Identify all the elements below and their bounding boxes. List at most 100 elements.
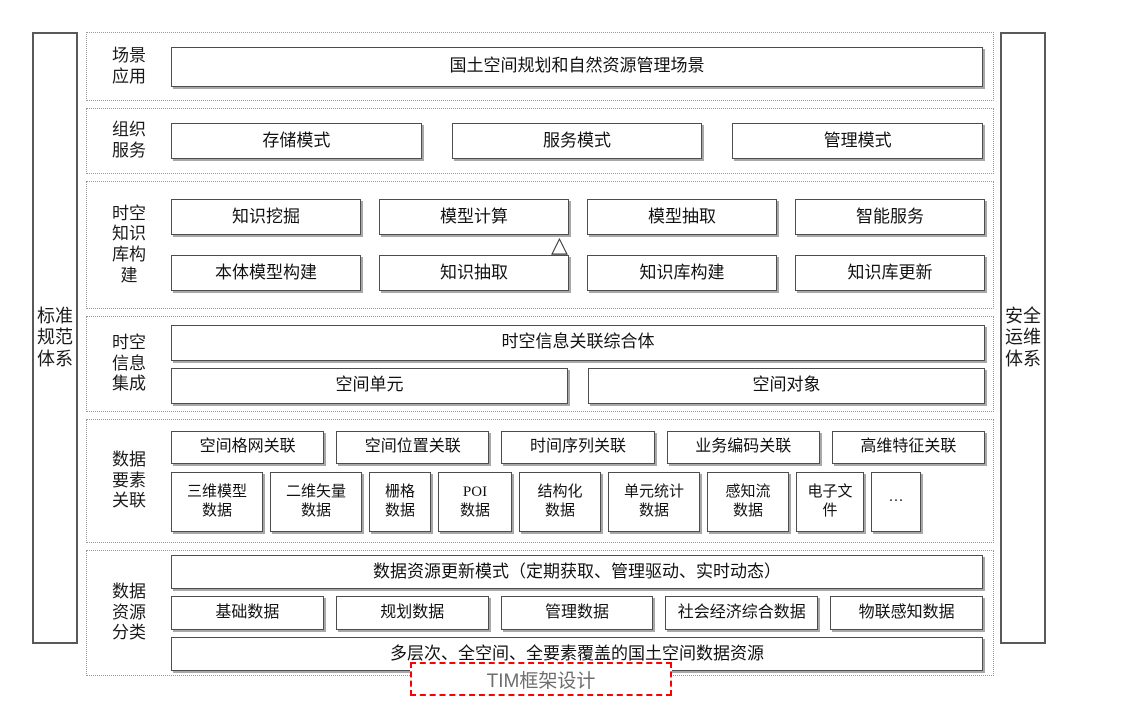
ellipsis-icon: ··· bbox=[888, 493, 904, 510]
layer-label-line: 数据 bbox=[112, 581, 146, 601]
layer-label-line: 服务 bbox=[112, 141, 146, 160]
layer-label-line: 时空 bbox=[112, 203, 146, 223]
layer-body-knowledge-base-construction: 知识挖掘 模型计算 模型抽取 智能服务 本体模型构建 知识抽取 知识库构建 知识… bbox=[171, 199, 993, 291]
box-row: 三维模型 数据 二维矢量 数据 栅格 数据 POI 数据 bbox=[171, 471, 985, 532]
node-intelligent-service[interactable]: 智能服务 bbox=[795, 199, 985, 235]
node-line: 数据 bbox=[638, 502, 669, 519]
node-spatial-object[interactable]: 空间对象 bbox=[588, 367, 985, 404]
node-management-mode[interactable]: 管理模式 bbox=[732, 123, 984, 159]
node-line: POI bbox=[462, 483, 488, 500]
pillar-security-ops-system: 安全运维体系 bbox=[1000, 32, 1046, 644]
node-unit-statistics-data[interactable]: 单元统计 数据 bbox=[608, 471, 700, 532]
layer-label-line: 数据 bbox=[112, 449, 146, 469]
node-business-code-association[interactable]: 业务编码关联 bbox=[666, 430, 820, 464]
layer-label-line: 场景 bbox=[112, 45, 146, 65]
layer-label-line: 分类 bbox=[112, 623, 146, 643]
node-structured-data[interactable]: 结构化 数据 bbox=[519, 471, 601, 532]
layer-body-data-element-association: 空间格网关联 空间位置关联 时间序列关联 业务编码关联 高维特征关联 三维模型 … bbox=[171, 430, 993, 532]
layer-body-organization-service: 存储模式 服务模式 管理模式 bbox=[171, 123, 993, 159]
box-row: 数据资源更新模式（定期获取、管理驱动、实时动态） bbox=[171, 555, 983, 589]
layer-scene-application: 场景 应用 国土空间规划和自然资源管理场景 bbox=[86, 32, 994, 101]
node-iot-sensing-data[interactable]: 物联感知数据 bbox=[830, 596, 983, 630]
node-scene-application[interactable]: 国土空间规划和自然资源管理场景 bbox=[171, 46, 983, 87]
layer-label-line: 关联 bbox=[112, 491, 146, 511]
layer-label-line: 要素 bbox=[112, 470, 146, 490]
layer-label-knowledge-base-construction: 时空 知识 库构 建 bbox=[87, 204, 171, 287]
layer-label-line: 应用 bbox=[112, 66, 146, 86]
node-high-dimensional-feature-association[interactable]: 高维特征关联 bbox=[831, 430, 986, 464]
pillar-right-label: 安全运维体系 bbox=[1005, 306, 1041, 369]
layer-knowledge-base-construction: 时空 知识 库构 建 知识挖掘 模型计算 模型抽取 智能服务 本体模型构建 知识… bbox=[86, 181, 994, 309]
node-line: 二维矢量 bbox=[285, 483, 346, 500]
node-spatial-grid-association[interactable]: 空间格网关联 bbox=[171, 430, 325, 464]
node-3d-model-data[interactable]: 三维模型 数据 bbox=[171, 471, 263, 532]
layer-label-data-resource-classification: 数据 资源 分类 bbox=[87, 582, 171, 644]
node-basic-data[interactable]: 基础数据 bbox=[171, 596, 324, 630]
layer-label-line: 信息 bbox=[112, 353, 146, 373]
layer-label-spatiotemporal-integration: 时空 信息 集成 bbox=[87, 333, 171, 395]
node-line: 感知流 bbox=[725, 483, 771, 500]
node-line: 件 bbox=[822, 502, 838, 519]
node-knowledge-mining[interactable]: 知识挖掘 bbox=[171, 199, 361, 235]
pillar-left-label: 标准规范体系 bbox=[37, 306, 73, 369]
node-spatiotemporal-info-complex[interactable]: 时空信息关联综合体 bbox=[171, 324, 985, 361]
node-knowledge-extraction[interactable]: 知识抽取 bbox=[379, 255, 569, 291]
node-spatial-location-association[interactable]: 空间位置关联 bbox=[336, 430, 490, 464]
node-line: 电子文 bbox=[807, 483, 853, 500]
node-model-computation[interactable]: 模型计算 bbox=[379, 199, 569, 235]
pillar-standards-system: 标准规范体系 bbox=[32, 32, 78, 644]
box-row: 本体模型构建 知识抽取 知识库构建 知识库更新 bbox=[171, 255, 985, 291]
node-knowledge-base-construction[interactable]: 知识库构建 bbox=[587, 255, 777, 291]
node-service-mode[interactable]: 服务模式 bbox=[451, 123, 703, 159]
layer-label-line: 建 bbox=[120, 265, 138, 285]
node-more-ellipsis[interactable]: ··· bbox=[871, 471, 921, 532]
node-line: 数据 bbox=[732, 502, 763, 519]
node-management-data[interactable]: 管理数据 bbox=[500, 596, 654, 630]
box-row: 知识挖掘 模型计算 模型抽取 智能服务 bbox=[171, 199, 985, 235]
layer-label-scene-application: 场景 应用 bbox=[87, 46, 171, 87]
box-row: 国土空间规划和自然资源管理场景 bbox=[171, 46, 983, 87]
node-electronic-document[interactable]: 电子文 件 bbox=[796, 471, 864, 532]
layer-label-line: 库构 bbox=[112, 245, 146, 264]
box-row: 时空信息关联综合体 bbox=[171, 324, 985, 361]
node-poi-data[interactable]: POI 数据 bbox=[438, 471, 512, 532]
node-knowledge-base-update[interactable]: 知识库更新 bbox=[795, 255, 985, 291]
node-sensing-stream-data[interactable]: 感知流 数据 bbox=[707, 471, 789, 532]
node-line: 数据 bbox=[300, 502, 331, 519]
layer-label-line: 组织 bbox=[112, 120, 146, 140]
node-line: 单元统计 bbox=[623, 483, 684, 500]
node-socioeconomic-comprehensive-data[interactable]: 社会经济综合数据 bbox=[665, 596, 819, 630]
node-line: 三维模型 bbox=[186, 483, 247, 500]
node-storage-mode[interactable]: 存储模式 bbox=[171, 123, 422, 159]
layer-label-line: 集成 bbox=[112, 374, 146, 394]
node-planning-data[interactable]: 规划数据 bbox=[335, 596, 489, 630]
layer-body-scene-application: 国土空间规划和自然资源管理场景 bbox=[171, 46, 993, 87]
node-data-resource-update-mode[interactable]: 数据资源更新模式（定期获取、管理驱动、实时动态） bbox=[171, 555, 983, 589]
node-ontology-model-construction[interactable]: 本体模型构建 bbox=[171, 255, 361, 291]
node-time-series-association[interactable]: 时间序列关联 bbox=[501, 430, 655, 464]
layer-data-element-association: 数据 要素 关联 空间格网关联 空间位置关联 时间序列关联 业务编码关联 高维特… bbox=[86, 419, 994, 543]
node-line: 数据 bbox=[201, 502, 232, 519]
layer-stack: 场景 应用 国土空间规划和自然资源管理场景 组织 服务 存储模式 服务模式 管理… bbox=[86, 32, 994, 676]
box-row: 基础数据 规划数据 管理数据 社会经济综合数据 物联感知数据 bbox=[171, 596, 983, 630]
node-model-extraction[interactable]: 模型抽取 bbox=[587, 199, 777, 235]
layer-data-resource-classification: 数据 资源 分类 数据资源更新模式（定期获取、管理驱动、实时动态） 基础数据 规… bbox=[86, 550, 994, 676]
node-line: 结构化 bbox=[537, 483, 583, 500]
layer-spatiotemporal-integration: 时空 信息 集成 时空信息关联综合体 空间单元 空间对象 bbox=[86, 316, 994, 412]
layer-label-line: 资源 bbox=[112, 602, 146, 622]
layer-organization-service: 组织 服务 存储模式 服务模式 管理模式 bbox=[86, 108, 994, 174]
box-row: 空间单元 空间对象 bbox=[171, 367, 985, 404]
node-raster-data[interactable]: 栅格 数据 bbox=[369, 471, 431, 532]
node-line: 数据 bbox=[459, 502, 490, 519]
layer-label-data-element-association: 数据 要素 关联 bbox=[87, 450, 171, 512]
box-row: 空间格网关联 空间位置关联 时间序列关联 业务编码关联 高维特征关联 bbox=[171, 430, 986, 464]
node-line: 栅格 bbox=[384, 483, 415, 500]
layer-body-spatiotemporal-integration: 时空信息关联综合体 空间单元 空间对象 bbox=[171, 324, 993, 404]
layer-label-organization-service: 组织 服务 bbox=[87, 120, 171, 161]
node-line: 数据 bbox=[384, 502, 415, 519]
node-2d-vector-data[interactable]: 二维矢量 数据 bbox=[270, 471, 362, 532]
triangle-marker-icon: △ bbox=[551, 233, 568, 258]
figure-caption: TIM框架设计 bbox=[410, 662, 672, 696]
node-spatial-unit[interactable]: 空间单元 bbox=[171, 367, 568, 404]
